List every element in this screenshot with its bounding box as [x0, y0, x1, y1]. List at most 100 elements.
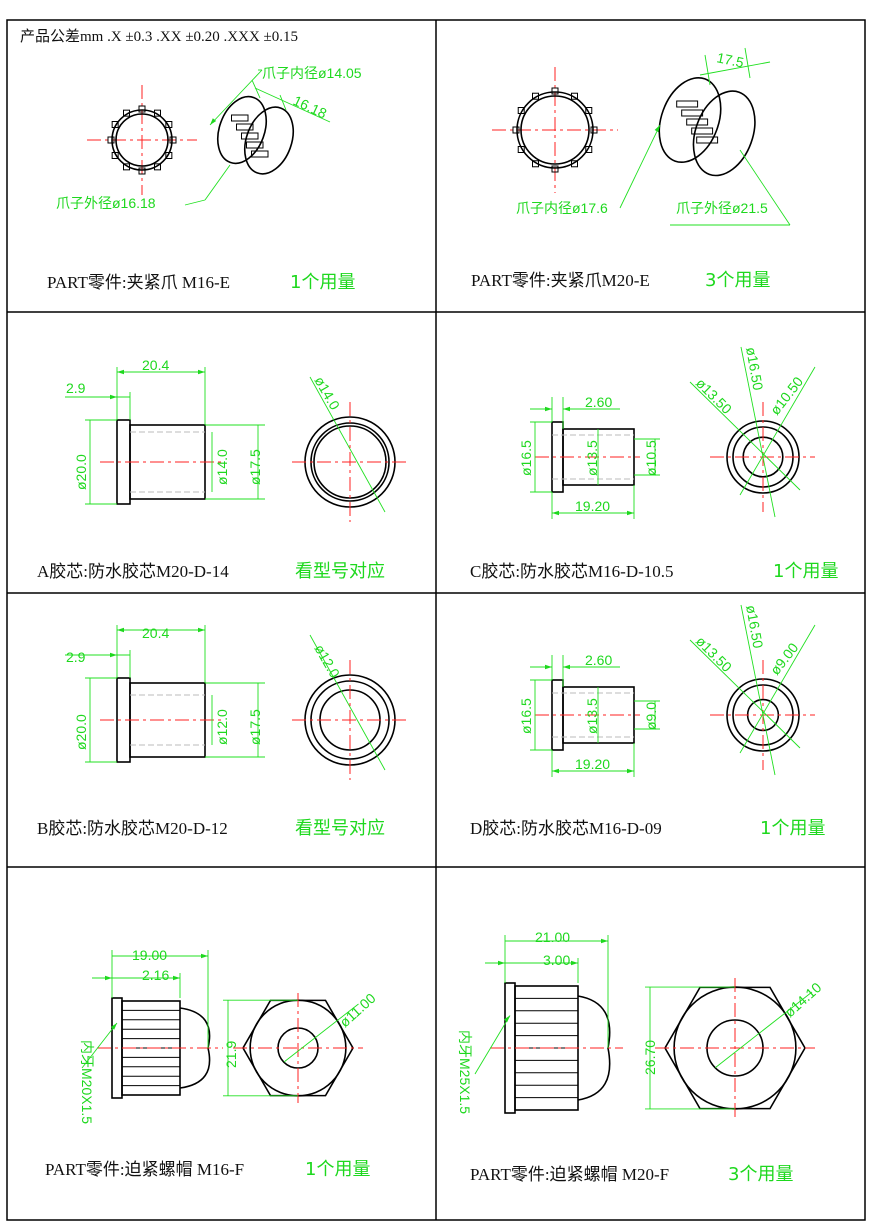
height-label: 26.70: [642, 1040, 658, 1075]
claw-tooth: [517, 107, 525, 114]
nut-drawing: [474, 935, 815, 1118]
line: [689, 639, 801, 749]
claw-tooth: [111, 121, 119, 128]
claw-slot: [676, 100, 699, 108]
part-title: B胶芯:防水胶芯M20-D-12: [37, 819, 228, 838]
line: [254, 87, 331, 123]
thread-label: 内牙M20X1.5: [79, 1040, 95, 1124]
line: [619, 124, 661, 209]
arrow-head: [601, 938, 608, 944]
claw-ring: [111, 109, 173, 171]
arrow-head: [198, 627, 205, 633]
arrow-head: [654, 125, 660, 133]
line: [704, 54, 711, 86]
seal-drawing: [530, 604, 816, 777]
length-label: 21.00: [535, 929, 570, 945]
flange-label: 3.00: [543, 952, 570, 968]
line: [739, 624, 816, 754]
claw-tooth: [123, 109, 130, 117]
outer-diameter-label: ø16.50: [743, 346, 766, 392]
arrow-head: [110, 652, 117, 658]
bore-diameter-label: ø11.00: [336, 990, 378, 1031]
inner-diameter-label: ø14.0: [214, 449, 230, 485]
panel-seal-a: 20.4 2.9 ø20.0 ø14.0 ø17.5 ø14.0 A胶芯:防水胶…: [37, 357, 410, 582]
length-label: 17.5: [715, 49, 745, 70]
arrow-head: [498, 960, 505, 966]
nut-drawing: [81, 950, 363, 1103]
seal-drawing: [65, 625, 410, 780]
part-title: PART零件:夹紧爪 M16-E: [47, 273, 230, 292]
panel-seal-d: 2.60 19.20 ø16.5 ø13.5 ø9.0 ø13.50 ø16.5…: [470, 604, 825, 839]
line: [209, 69, 263, 126]
panel-seal-c: 2.60 19.20 ø16.5 ø13.5 ø10.5 ø13.50 ø16.…: [470, 346, 838, 582]
flange-label: 2.60: [585, 652, 612, 668]
arrow-head: [627, 768, 634, 774]
arrow-head: [117, 369, 124, 375]
claw-tooth: [571, 160, 578, 168]
claw-tooth: [138, 105, 146, 113]
claw-tooth: [551, 165, 559, 173]
part-title: PART零件:夹紧爪M20-E: [471, 271, 650, 290]
panel-nut-m20f: 21.00 3.00 26.70 ø14.10 内牙M25X1.5 PART零件…: [457, 929, 825, 1185]
body-diameter-label: ø17.5: [247, 449, 263, 485]
claw-iso-back: [692, 90, 756, 177]
claw-ring: [520, 95, 590, 165]
arrow-head: [198, 369, 205, 375]
claw-slot: [231, 114, 249, 122]
height-label: 21.9: [223, 1041, 239, 1068]
end-diameter-label: ø12.0: [311, 642, 343, 681]
outer-diameter-label: 爪子外径ø16.18: [56, 195, 156, 211]
length-label: 19.20: [575, 756, 610, 772]
line: [251, 79, 261, 99]
length-label: 19.00: [132, 947, 167, 963]
flange-label: 2.9: [66, 380, 86, 396]
claw-tooth: [154, 109, 161, 117]
quantity-label: 1个用量: [760, 818, 825, 839]
line: [204, 164, 231, 201]
arrow-head: [552, 510, 559, 516]
claw-slot: [681, 109, 704, 117]
line: [740, 346, 776, 518]
quantity-label: 1个用量: [290, 272, 355, 293]
end-diameter-label: ø14.0: [311, 374, 343, 413]
mid-diameter-label: ø13.50: [693, 633, 735, 675]
claw-tooth: [123, 163, 130, 171]
claw-ring: [115, 113, 169, 167]
arrow-head: [173, 975, 180, 981]
flange-diameter-label: ø20.0: [73, 454, 89, 490]
line: [283, 1003, 359, 1063]
claw-tooth: [551, 87, 559, 95]
flange-label: 2.9: [66, 649, 86, 665]
arrow-head: [552, 768, 559, 774]
line: [739, 366, 816, 496]
line: [279, 94, 287, 111]
arrow-head: [105, 975, 112, 981]
claw-slot: [241, 132, 259, 140]
seal-drawing: [530, 346, 816, 519]
seal-drawing: [65, 367, 410, 522]
arrow-head: [563, 664, 570, 670]
part-title: A胶芯:防水胶芯M20-D-14: [37, 562, 229, 581]
part-title: PART零件:迫紧螺帽 M20-F: [470, 1165, 669, 1184]
claw-slot: [686, 118, 709, 126]
arrow-head: [117, 627, 124, 633]
length-label: 16.18: [291, 92, 330, 121]
claw-tooth: [111, 152, 119, 159]
bore-diameter-label: ø14.10: [781, 979, 824, 1020]
arrow-head: [571, 960, 578, 966]
claw-tooth: [590, 126, 598, 134]
quantity-label: 3个用量: [705, 270, 770, 291]
inner-diameter-label: ø9.0: [643, 702, 659, 730]
inner-diameter-label: 爪子内径ø17.6: [516, 200, 608, 216]
mid-diameter-label: ø13.50: [693, 375, 735, 417]
body-diameter-label: ø13.5: [584, 698, 600, 734]
line: [715, 991, 813, 1068]
panel-nut-m16f: 19.00 2.16 21.9 ø11.00 内牙M20X1.5 PART零件:…: [45, 947, 379, 1180]
length-label: 20.4: [142, 357, 169, 373]
body-diameter-label: ø17.5: [247, 709, 263, 745]
thread-label: 内牙M25X1.5: [457, 1030, 473, 1114]
claw-slot: [236, 123, 254, 131]
claw-tooth: [165, 152, 173, 159]
tolerance-note: 产品公差mm .X ±0.3 .XX ±0.20 .XXX ±0.15: [20, 28, 298, 45]
flange-diameter-label: ø20.0: [73, 714, 89, 750]
